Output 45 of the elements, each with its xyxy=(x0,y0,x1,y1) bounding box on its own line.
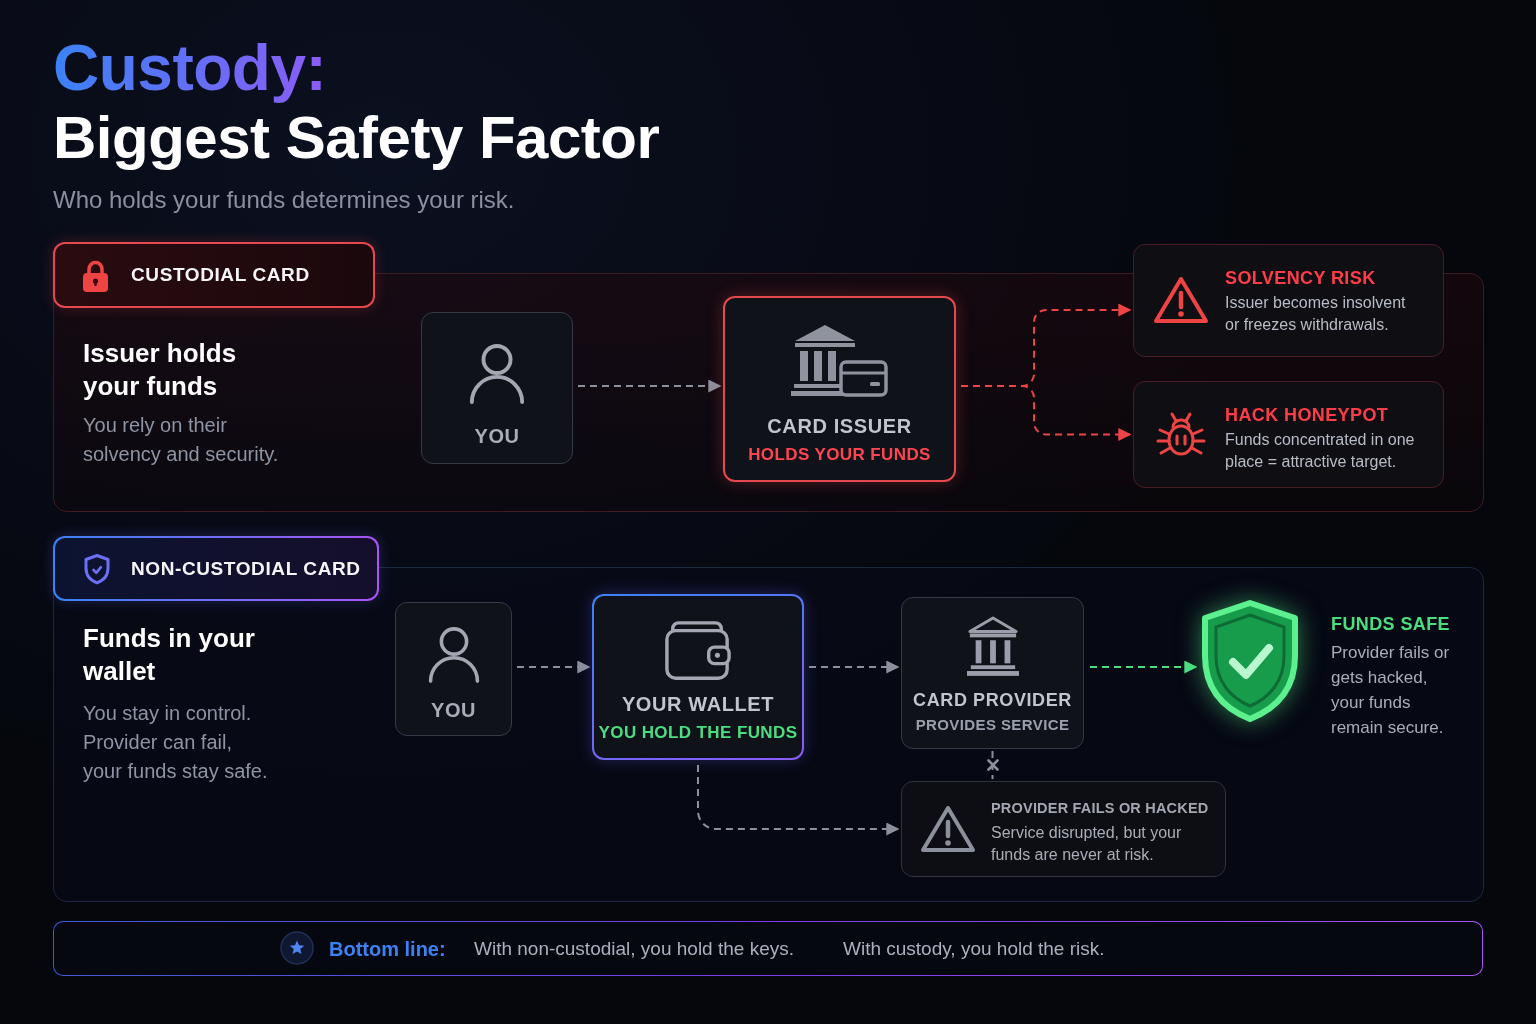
summary-text: With non-custodial, you hold the keys. xyxy=(474,937,794,960)
summary-text: With custody, you hold the risk. xyxy=(843,937,1105,960)
process-box xyxy=(592,594,804,760)
node-title: YOUR WALLET xyxy=(621,692,775,716)
node-title: CARD ISSUER xyxy=(767,414,912,438)
panel-description: You stay in control. Provider can fail, your funds stay safe. xyxy=(83,701,269,784)
risk-card xyxy=(1133,244,1444,357)
title: Custody: Biggest Safety Factor xyxy=(53,34,660,172)
summary-lead: Bottom line: xyxy=(329,937,446,960)
arrow xyxy=(1089,660,1198,674)
risk-description: Issuer becomes insolvent or freezes withdrawals. xyxy=(1225,293,1407,335)
subtitle: Who holds your funds determines your risk. xyxy=(53,186,515,214)
risk-title: HACK HONEYPOT xyxy=(1225,404,1389,426)
warning-title: PROVIDER FAILS OR HACKED xyxy=(991,799,1209,817)
warning-card xyxy=(901,781,1226,877)
arrow xyxy=(808,660,900,674)
node-subtitle: PROVIDES SERVICE xyxy=(915,715,1070,734)
actor-box xyxy=(421,312,573,464)
section-label: CUSTODIAL CARD xyxy=(131,264,310,286)
risk-title: SOLVENCY RISK xyxy=(1225,267,1376,289)
arrow xyxy=(577,379,722,393)
process-box xyxy=(723,296,956,482)
connector xyxy=(991,750,994,780)
section-tab xyxy=(53,242,375,308)
risk-card xyxy=(1133,381,1444,488)
panel-heading: Issuer holds your funds xyxy=(83,337,238,403)
process-box xyxy=(901,597,1084,749)
arrow xyxy=(960,385,1132,441)
node-title: CARD PROVIDER xyxy=(913,689,1072,711)
panel-heading: Funds in your wallet xyxy=(83,622,256,688)
arrow xyxy=(516,660,591,674)
summary-bar xyxy=(53,921,1483,976)
section-label: NON-CUSTODIAL CARD xyxy=(131,557,361,580)
status-title: FUNDS SAFE xyxy=(1331,613,1450,635)
section-tab xyxy=(53,536,379,601)
actor-label: YOU xyxy=(431,698,476,722)
status-description: Provider fails or gets hacked, your funds remain secure. xyxy=(1331,642,1451,739)
actor-label: YOU xyxy=(474,424,520,448)
actor-box xyxy=(395,602,512,736)
node-subtitle: YOU HOLD THE FUNDS xyxy=(598,722,798,743)
panel-description: You rely on their solvency and security. xyxy=(83,413,280,467)
warning-description: Service disrupted, but your funds are never at risk. xyxy=(991,823,1183,865)
arrow xyxy=(697,764,900,836)
risk-description: Funds concentrated in one place = attractive target. xyxy=(1225,430,1416,472)
node-subtitle: HOLDS YOUR FUNDS xyxy=(748,444,931,465)
